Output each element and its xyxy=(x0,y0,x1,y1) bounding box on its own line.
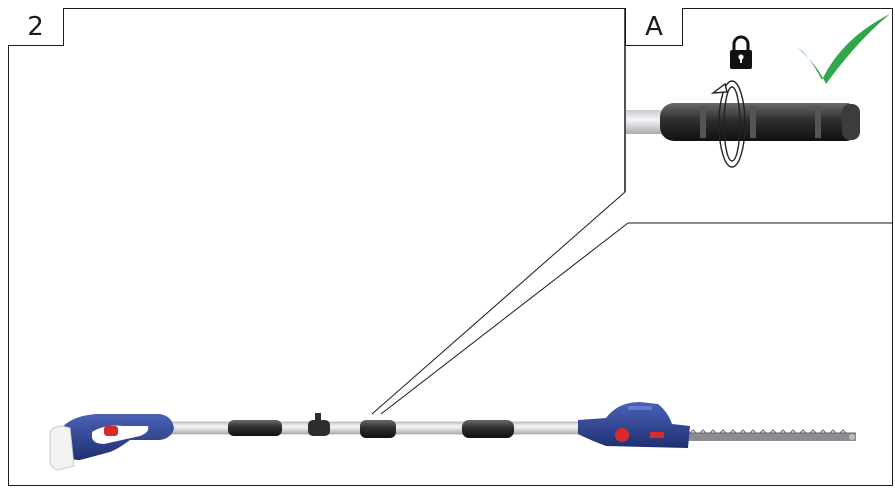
rotate-arrow-icon xyxy=(710,80,746,168)
check-mark-icon xyxy=(798,14,890,84)
motor-head xyxy=(578,402,690,448)
lock-collar xyxy=(360,420,396,438)
pole-hedge-trimmer xyxy=(49,402,856,471)
cutter-blade xyxy=(686,429,856,441)
callout-lines xyxy=(371,191,893,415)
grip-sleeve xyxy=(462,420,514,438)
step-number-label: 2 xyxy=(8,8,64,46)
detail-label: A xyxy=(625,8,683,46)
padlock-icon xyxy=(730,35,752,69)
grip-sleeve xyxy=(228,420,282,436)
shaft-clamp xyxy=(308,413,330,436)
lock-collar-closeup xyxy=(626,103,860,141)
figure-frame xyxy=(8,8,893,486)
battery-pack xyxy=(49,425,75,471)
rear-handle xyxy=(60,414,174,460)
